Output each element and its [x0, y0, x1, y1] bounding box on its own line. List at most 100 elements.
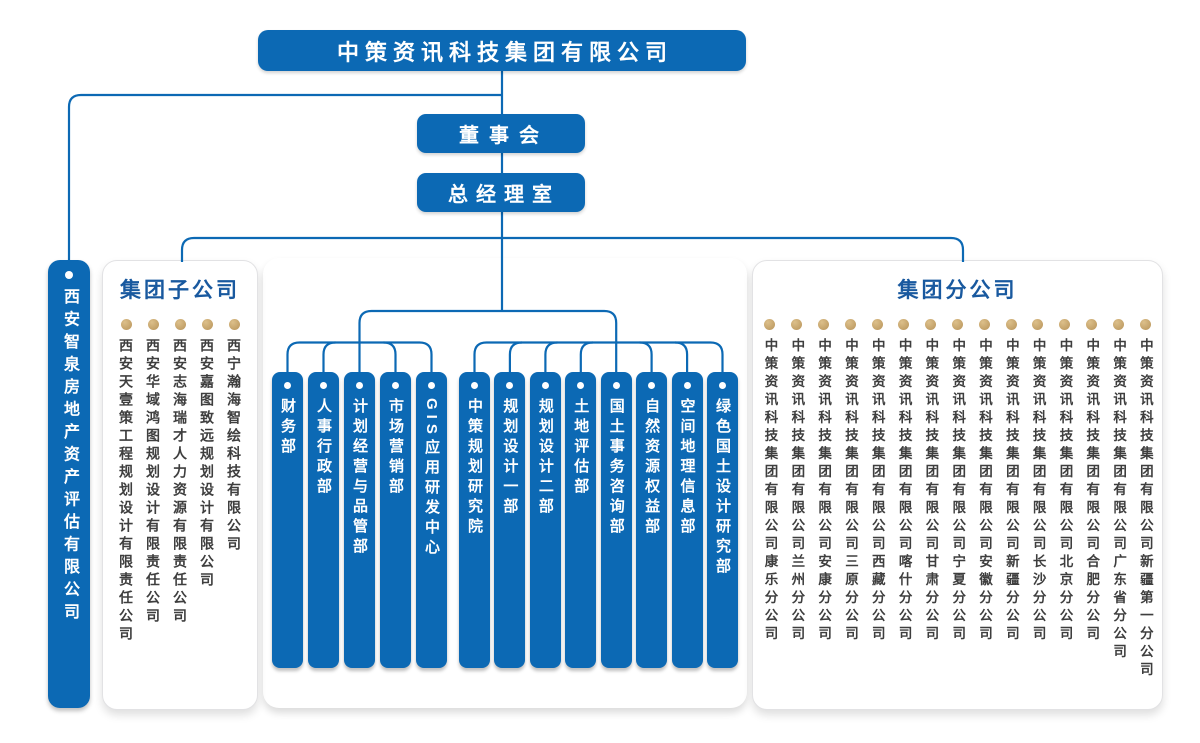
branch-column: 中策资讯科技集团有限公司康乐分公司	[762, 319, 778, 680]
vertical-label: 西安嘉图致远规划设计有限公司	[199, 338, 215, 590]
bullet-dot	[612, 382, 620, 389]
board-box: 董事会	[417, 114, 585, 153]
bullet-dot	[951, 319, 963, 330]
vertical-label: 中策资讯科技集团有限公司合肥分公司	[1084, 338, 1100, 644]
vertical-label: 中策资讯科技集团有限公司西藏分公司	[869, 338, 885, 644]
bullet-dot	[201, 319, 213, 330]
bullet-dot	[471, 382, 478, 389]
bullet-dot	[174, 319, 186, 330]
vertical-label: 中策资讯科技集团有限公司兰州分公司	[789, 338, 805, 644]
department-bar: 绿色国土设计研究部	[706, 372, 738, 668]
branch-column: 中策资讯科技集团有限公司三原分公司	[842, 319, 858, 680]
department-bar: GIS应用研发中心	[416, 372, 447, 668]
vertical-label: 国土事务咨询部	[607, 398, 625, 538]
vertical-label: GIS应用研发中心	[423, 398, 440, 559]
subsidiary-column: 西宁瀚海智绘科技有限公司	[226, 319, 242, 644]
vertical-label: 西安志海瑞才人力资源有限责任公司	[172, 338, 188, 626]
vertical-label: 土地评估部	[572, 398, 590, 498]
subsidiary-column: 西安嘉图致远规划设计有限公司	[199, 319, 215, 644]
vertical-label: 规划设计二部	[536, 398, 554, 518]
vertical-label: 中策规划研究院	[466, 398, 483, 538]
bullet-dot	[320, 382, 327, 389]
bullet-dot	[791, 319, 803, 330]
root-company-label: 中策资讯科技集团有限公司	[336, 39, 673, 65]
branch-column: 中策资讯科技集团有限公司安徽分公司	[977, 319, 992, 680]
bullet-dot	[541, 382, 549, 389]
bullet-dot	[1032, 319, 1044, 330]
branch-column: 中策资讯科技集团有限公司西藏分公司	[869, 319, 885, 680]
bullet-dot	[718, 382, 726, 389]
branch-column: 中策资讯科技集团有限公司广东省分公司	[1111, 319, 1127, 680]
vertical-label: 空间地理信息部	[678, 398, 696, 538]
bullet-dot	[683, 382, 691, 389]
vertical-label: 中策资讯科技集团有限公司新疆第一分公司	[1137, 338, 1153, 680]
bullet-dot	[428, 382, 435, 389]
affiliate-tag-bar: 西安智泉房地产资产评估有限公司	[48, 260, 90, 708]
vertical-label: 西宁瀚海智绘科技有限公司	[226, 338, 242, 554]
vertical-label: 中策资讯科技集团有限公司康乐分公司	[762, 338, 778, 644]
vertical-label: 中策资讯科技集团有限公司北京分公司	[1057, 338, 1073, 644]
branch-column: 中策资讯科技集团有限公司新疆第一分公司	[1137, 319, 1153, 680]
vertical-label: 西安华域鸿图规划设计有限责任公司	[145, 338, 161, 626]
vertical-label: 规划设计一部	[501, 398, 519, 518]
vertical-label: 市场营销部	[387, 398, 404, 498]
bullet-dot	[1112, 319, 1124, 330]
branch-column: 中策资讯科技集团有限公司北京分公司	[1057, 319, 1073, 680]
bullet-dot	[817, 319, 829, 330]
department-bar: 人事行政部	[308, 372, 339, 668]
bullet-dot	[147, 319, 159, 330]
vertical-label: 中策资讯科技集团有限公司广东省分公司	[1111, 338, 1127, 662]
bullet-dot	[764, 319, 776, 330]
bullet-dot	[648, 382, 656, 389]
branch-column: 中策资讯科技集团有限公司喀什分公司	[896, 319, 912, 680]
subsidiaries-columns: 西安天壹策工程规划设计有限责任公司西安华域鸿图规划设计有限责任公司西安志海瑞才人…	[103, 319, 257, 644]
branch-column: 中策资讯科技集团有限公司宁夏分公司	[950, 319, 966, 680]
vertical-label: 绿色国土设计研究部	[713, 398, 731, 578]
bullet-dot	[1005, 319, 1017, 330]
vertical-label: 财务部	[279, 398, 296, 458]
department-bar: 国土事务咨询部	[600, 372, 632, 668]
department-bar: 计划经营与品管部	[344, 372, 375, 668]
vertical-label: 中策资讯科技集团有限公司安徽分公司	[977, 338, 992, 644]
department-bar: 空间地理信息部	[671, 372, 703, 668]
vertical-label: 西安天壹策工程规划设计有限责任公司	[118, 338, 134, 644]
department-bars-left: 财务部 人事行政部 计划经营与品管部 市场营销部 GIS应用研发中心	[272, 372, 447, 668]
vertical-label: 人事行政部	[315, 398, 332, 498]
bullet-dot	[228, 319, 240, 330]
branch-column: 中策资讯科技集团有限公司新疆分公司	[1003, 319, 1019, 680]
vertical-label: 自然资源权益部	[643, 398, 661, 538]
bullet-dot	[1086, 319, 1097, 330]
gm-office-box: 总经理室	[417, 173, 585, 212]
department-bar: 自然资源权益部	[636, 372, 668, 668]
bullet-dot	[392, 382, 399, 389]
department-bar: 中策规划研究院	[459, 372, 490, 668]
department-bar: 财务部	[272, 372, 303, 668]
branch-column: 中策资讯科技集团有限公司兰州分公司	[789, 319, 805, 680]
subsidiary-column: 西安志海瑞才人力资源有限责任公司	[172, 319, 188, 644]
bullet-dot	[65, 271, 73, 279]
bullet-dot	[844, 319, 856, 330]
vertical-label: 中策资讯科技集团有限公司新疆分公司	[1003, 338, 1019, 644]
vertical-label: 计划经营与品管部	[351, 398, 368, 558]
bullet-dot	[356, 382, 363, 389]
department-bar: 规划设计二部	[529, 372, 561, 668]
bullet-dot	[506, 382, 514, 389]
bullet-dot	[925, 319, 937, 330]
bullet-dot	[120, 319, 132, 330]
branch-column: 中策资讯科技集团有限公司安康分公司	[816, 319, 832, 680]
department-bar: 市场营销部	[380, 372, 411, 668]
subsidiaries-panel-title: 集团子公司	[120, 279, 240, 302]
vertical-label: 中策资讯科技集团有限公司喀什分公司	[896, 338, 912, 644]
branches-panel-title: 集团分公司	[897, 279, 1018, 302]
board-label: 董事会	[459, 125, 549, 147]
bullet-dot	[1059, 319, 1071, 330]
bullet-dot	[898, 319, 910, 330]
department-bars-right: 中策规划研究院 规划设计一部规划设计二部土地评估部国土事务咨询部自然资源权益部空间…	[459, 372, 738, 668]
bullet-dot	[577, 382, 585, 389]
bullet-dot	[871, 319, 883, 330]
vertical-label: 中策资讯科技集团有限公司三原分公司	[842, 338, 858, 644]
vertical-label: 中策资讯科技集团有限公司长沙分公司	[1030, 338, 1046, 644]
vertical-label: 中策资讯科技集团有限公司安康分公司	[816, 338, 832, 644]
vertical-label: 中策资讯科技集团有限公司宁夏分公司	[950, 338, 966, 644]
